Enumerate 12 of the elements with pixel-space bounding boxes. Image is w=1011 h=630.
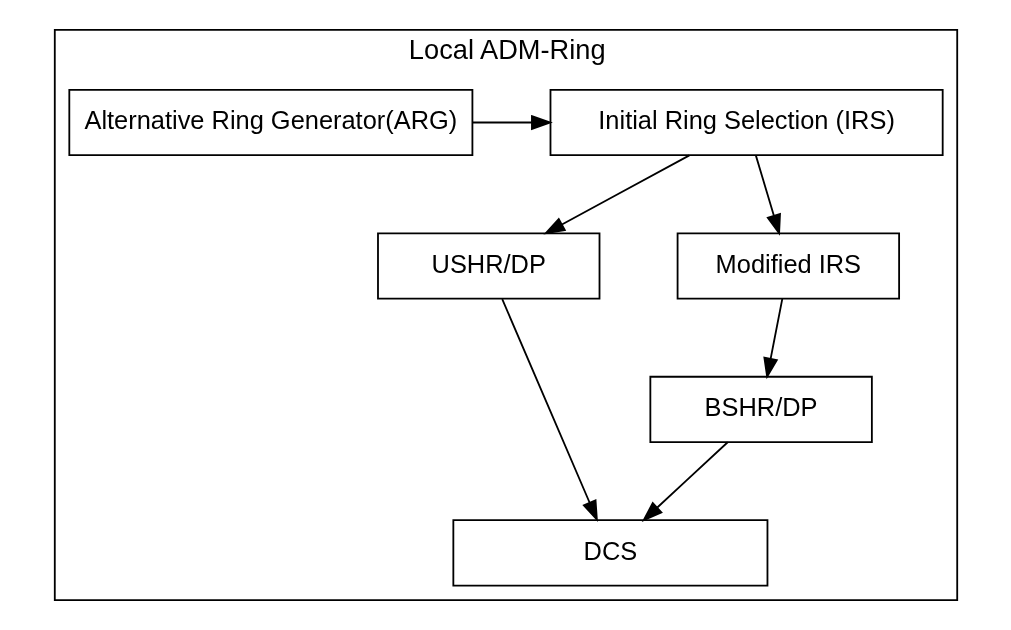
node-box: Modified IRS <box>676 232 900 300</box>
node-box: BSHR/DP <box>648 375 873 443</box>
node-box: Alternative Ring Generator(ARG) <box>67 88 473 157</box>
node-box: USHR/DP <box>376 232 600 300</box>
arrow <box>500 298 598 523</box>
arrow <box>542 154 690 235</box>
node-box: DCS <box>451 519 768 587</box>
arrow <box>471 114 553 131</box>
arrow <box>641 441 729 522</box>
arrow <box>762 297 783 380</box>
arrow <box>754 154 781 236</box>
node-box: Initial Ring Selection (IRS) <box>549 88 944 157</box>
